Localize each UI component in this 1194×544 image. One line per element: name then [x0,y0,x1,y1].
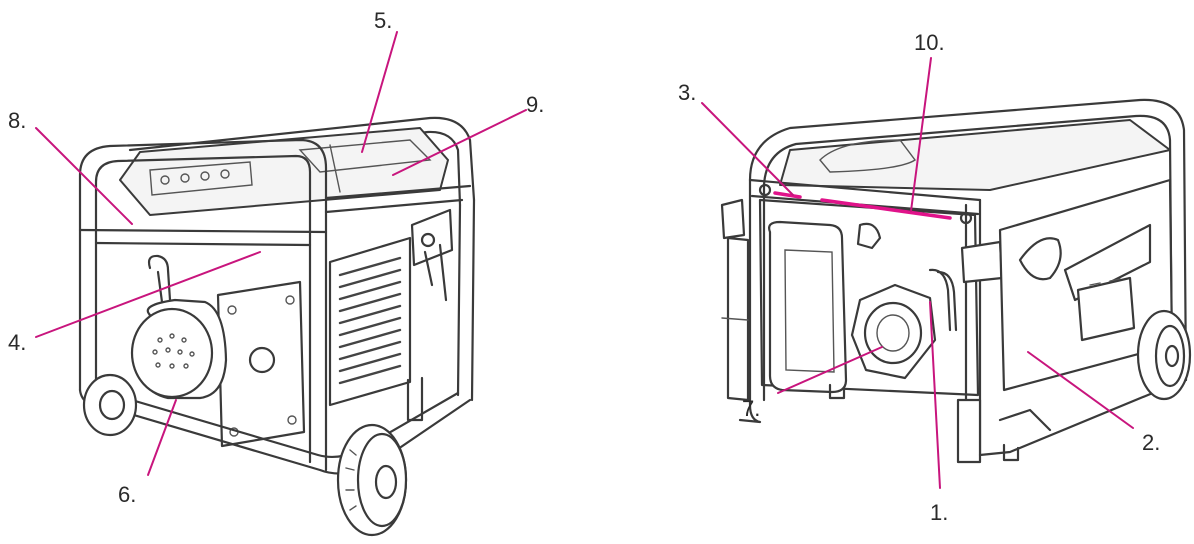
callout-9: 9. [526,92,544,117]
generator-front-view [78,116,476,537]
leader-9 [392,109,527,176]
callout-1: 1. [930,500,948,525]
leader-2 [1027,351,1134,429]
highlight-segment-b [820,198,952,220]
callout-3: 3. [678,80,696,105]
callout-8: 8. [8,108,26,133]
callout-labels: 5. 9. 8. 4. 6. 3. 10. 7. 1. 2. [8,8,1160,525]
leader-8 [35,127,133,225]
callout-7: 7. [742,396,760,421]
callout-4: 4. [8,330,26,355]
leader-5 [361,31,398,153]
leader-lines [35,31,1134,489]
leader-1 [929,301,941,489]
highlight-segment-a [773,191,802,199]
leader-4 [35,251,261,338]
callout-2: 2. [1142,430,1160,455]
callout-5: 5. [374,8,392,33]
callout-10: 10. [914,30,945,55]
generator-rear-view [720,98,1192,464]
callout-6: 6. [118,482,136,507]
leader-7 [777,346,883,394]
leader-10 [910,57,932,212]
leader-3 [701,102,794,196]
leader-6 [147,399,177,476]
